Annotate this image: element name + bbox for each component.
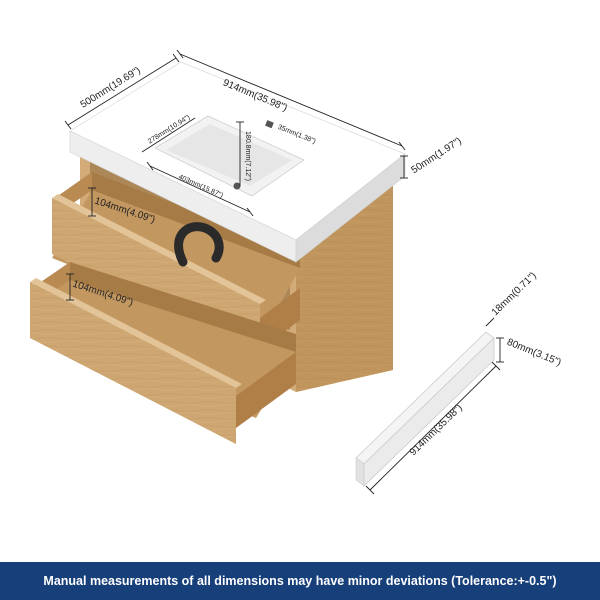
faucet-hole (265, 120, 274, 129)
countertop-side-edge (295, 153, 406, 263)
upper-drawer (52, 172, 300, 360)
backsplash-front-face (363, 337, 495, 487)
dimension-lines (64, 49, 408, 301)
backsplash (355, 331, 495, 487)
dim-label-backsplash-thickness: 18mm(0.71") (490, 270, 539, 318)
vanity-diagram: 914mm(35.98") 500mm(19.69") 50mm(1.97") … (30, 49, 563, 495)
dim-label-top-thickness: 50mm(1.97") (410, 136, 464, 177)
drain-pipe (174, 222, 224, 267)
backsplash-dimension-lines (365, 317, 504, 495)
dim-label-backsplash-height: 80mm(3.15") (505, 337, 562, 369)
lower-drawer (30, 262, 296, 444)
footer-banner: Manual measurements of all dimensions ma… (0, 562, 600, 600)
dim-label-sink-height: 180.8mm(7.12") (244, 131, 251, 181)
tolerance-note: Manual measurements of all dimensions ma… (43, 574, 557, 588)
sink-basin (154, 115, 305, 197)
drain-hole (233, 182, 241, 190)
